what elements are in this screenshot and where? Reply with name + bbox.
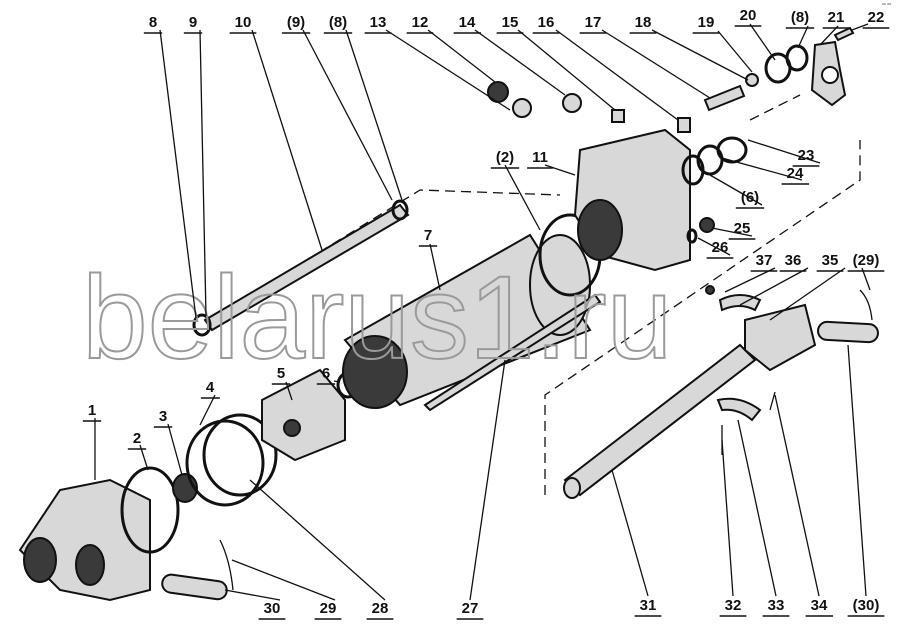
assembly-dash-line bbox=[544, 140, 861, 495]
label-12: 12 bbox=[412, 14, 429, 31]
part-30-pin bbox=[161, 573, 228, 601]
label-10: 10 bbox=[235, 14, 252, 31]
watermark: belarus1.ru bbox=[82, 252, 672, 384]
label-9-ref: (9) bbox=[287, 14, 305, 31]
label-37: 37 bbox=[756, 252, 773, 269]
label-11: 11 bbox=[532, 149, 548, 166]
corner-mark: ᵃᵃ ᵃᵃ bbox=[882, 2, 891, 8]
part-2-o-ring bbox=[120, 466, 180, 554]
label-9: 9 bbox=[189, 14, 197, 31]
label-6-ref: (6) bbox=[741, 189, 759, 206]
label-30: 30 bbox=[264, 600, 281, 617]
label-22: 22 bbox=[868, 9, 885, 26]
label-8-ref-2: (8) bbox=[791, 9, 809, 26]
parts-20-22-flange bbox=[764, 26, 855, 107]
label-31: 31 bbox=[640, 597, 657, 614]
label-19: 19 bbox=[698, 14, 715, 31]
label-2-ref: (2) bbox=[496, 149, 514, 166]
part-31-piston-rod bbox=[563, 303, 817, 499]
label-29-ref: (29) bbox=[853, 252, 880, 269]
label-28: 28 bbox=[372, 600, 389, 617]
part-4-seals bbox=[185, 413, 278, 507]
label-29: 29 bbox=[320, 600, 337, 617]
label-14: 14 bbox=[459, 14, 476, 31]
part-1-clevis bbox=[18, 478, 151, 602]
part-30-pin-right bbox=[817, 320, 879, 344]
part-29-cotter-pin-right bbox=[859, 289, 873, 321]
label-25: 25 bbox=[734, 220, 751, 237]
leader-lines bbox=[94, 23, 871, 601]
label-20: 20 bbox=[740, 7, 757, 24]
label-27: 27 bbox=[462, 600, 479, 617]
label-7: 7 bbox=[424, 227, 432, 244]
parts-23-26-seals bbox=[681, 136, 748, 244]
label-8: 8 bbox=[149, 14, 157, 31]
part-9-washer bbox=[192, 313, 212, 337]
label-35: 35 bbox=[822, 252, 839, 269]
part-5-piston bbox=[261, 368, 346, 462]
label-1: 1 bbox=[88, 402, 96, 419]
part-29-cotter-pin bbox=[219, 539, 234, 591]
label-6: 6 bbox=[322, 365, 330, 382]
label-3: 3 bbox=[159, 408, 167, 425]
label-32: 32 bbox=[725, 597, 742, 614]
part-7-cylinder-tube bbox=[342, 233, 592, 409]
label-33: 33 bbox=[768, 597, 785, 614]
label-5: 5 bbox=[277, 365, 285, 382]
label-36: 36 bbox=[785, 252, 802, 269]
label-17: 17 bbox=[585, 14, 602, 31]
label-8-ref: (8) bbox=[329, 14, 347, 31]
label-24: 24 bbox=[787, 165, 804, 182]
part-9-washer-upper bbox=[391, 199, 409, 221]
part-11-cylinder-head bbox=[573, 128, 691, 272]
parts-12-19-fittings bbox=[487, 73, 759, 133]
label-4: 4 bbox=[206, 379, 215, 396]
label-26: 26 bbox=[712, 239, 729, 256]
assembly-dash-line bbox=[749, 94, 801, 121]
part-labels: 8 9 10 (9) (8) 13 12 14 15 16 17 18 19 2… bbox=[82, 7, 890, 620]
part-27-tie-rod bbox=[423, 293, 602, 412]
label-16: 16 bbox=[538, 14, 555, 31]
label-18: 18 bbox=[635, 14, 652, 31]
label-15: 15 bbox=[502, 14, 519, 31]
label-34: 34 bbox=[811, 597, 828, 614]
label-2: 2 bbox=[133, 430, 141, 447]
parts-32-37-clamp bbox=[705, 285, 776, 455]
label-23: 23 bbox=[798, 147, 815, 164]
label-30-ref: (30) bbox=[853, 597, 880, 614]
label-13: 13 bbox=[370, 14, 387, 31]
label-21: 21 bbox=[828, 9, 845, 26]
